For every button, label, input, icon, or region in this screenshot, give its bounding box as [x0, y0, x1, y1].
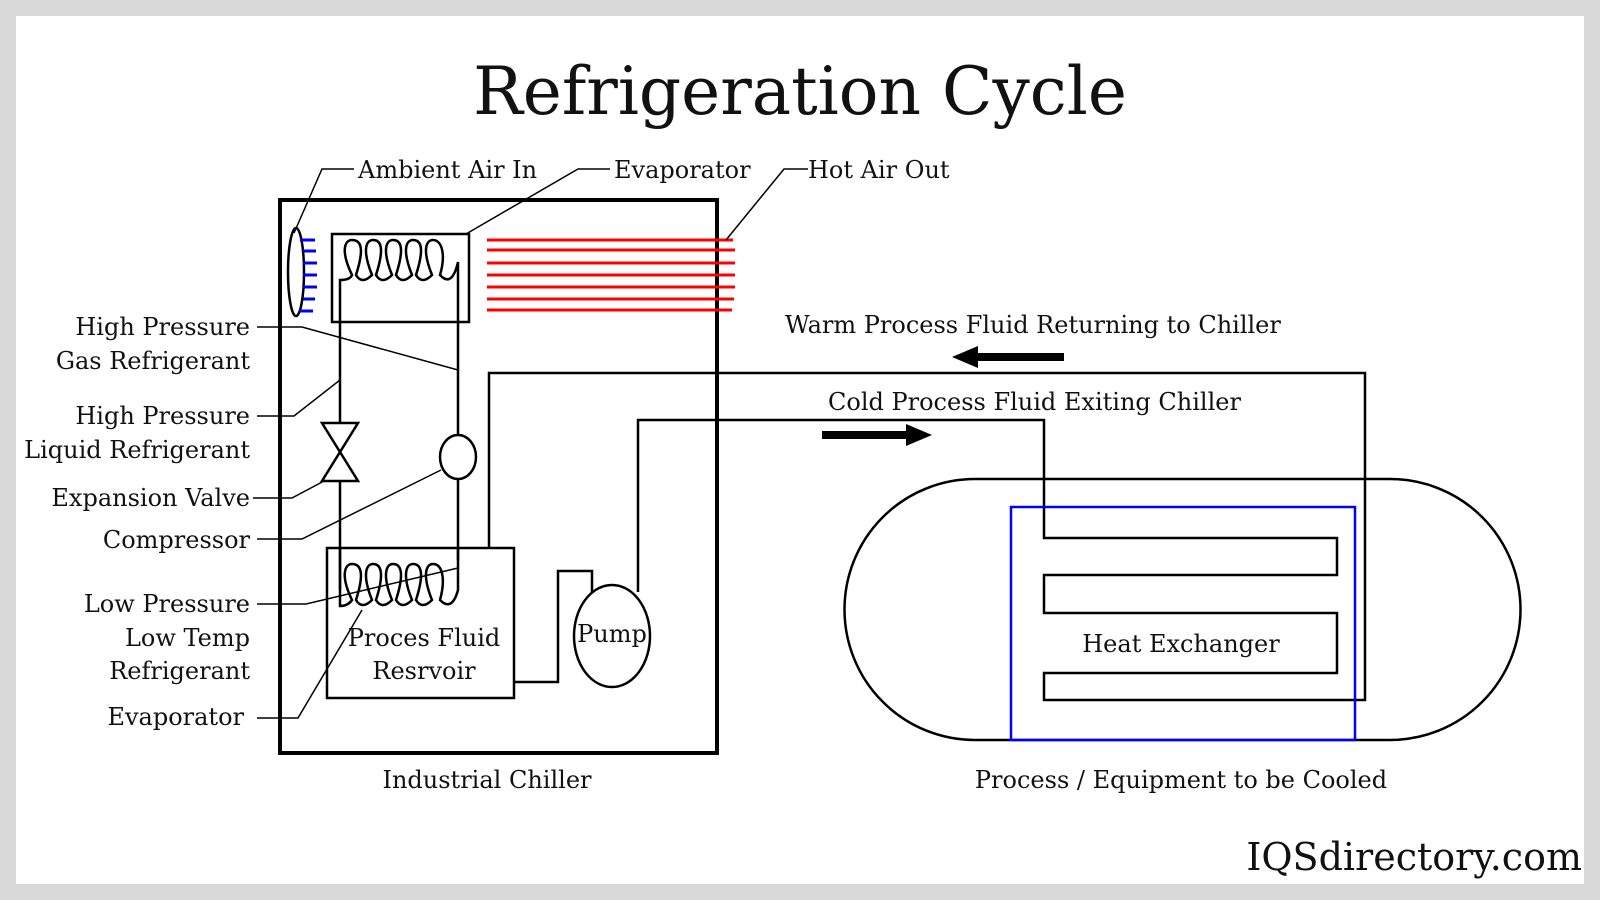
- warm-return-label: Warm Process Fluid Returning to Chiller: [785, 311, 1281, 339]
- top-coil-icon: [338, 238, 460, 322]
- left-leader-lines: [253, 326, 459, 719]
- expansion-valve-leader: [253, 480, 325, 499]
- hp-gas-label-line2: Gas Refrigerant: [56, 347, 251, 375]
- process-caption: Process / Equipment to be Cooled: [975, 766, 1387, 794]
- evaporator-bottom-label: Evaporator: [107, 703, 244, 731]
- iqsdirectory-logo: IQSdirectory.com: [1246, 835, 1582, 879]
- evaporator-top-leader: [465, 168, 610, 235]
- low-pressure-label-line2: Low Temp: [125, 624, 250, 652]
- hp-liquid-label-line1: High Pressure: [75, 402, 250, 430]
- diagram-title: Refrigeration Cycle: [473, 53, 1127, 130]
- hp-gas-leader: [257, 326, 459, 371]
- ambient-air-in-label: Ambient Air In: [357, 156, 537, 184]
- compressor-label: Compressor: [103, 526, 251, 554]
- expansion-valve-icon: [319, 421, 361, 483]
- ambient-air-leader: [293, 168, 354, 234]
- low-pressure-leader: [257, 567, 459, 605]
- low-pressure-label-line3: Refrigerant: [109, 657, 250, 685]
- pump-inlet-pipe: [514, 569, 594, 684]
- hp-liquid-leader: [257, 379, 341, 417]
- evaporator-top-label: Evaporator: [614, 156, 751, 184]
- reservoir-label-line1: Proces Fluid: [348, 624, 500, 652]
- compressor-leader: [257, 469, 442, 540]
- reservoir-label-line2: Resrvoir: [372, 657, 476, 685]
- warm-return-arrow-icon: [952, 346, 1064, 368]
- heat-exchanger-outline: [1009, 505, 1357, 742]
- cold-exit-arrow-icon: [822, 424, 932, 446]
- hot-air-lines: [487, 238, 735, 312]
- bottom-coil-icon: [338, 548, 460, 608]
- pump-icon: [572, 583, 652, 689]
- top-evaporator-box: [330, 232, 471, 324]
- cold-exit-label: Cold Process Fluid Exiting Chiller: [828, 388, 1241, 416]
- cold-air-lines: [299, 238, 317, 313]
- industrial-chiller-caption: Industrial Chiller: [382, 766, 592, 794]
- industrial-chiller-box: [278, 198, 719, 755]
- hot-air-leader: [725, 168, 808, 241]
- hp-gas-label-line1: High Pressure: [75, 313, 250, 341]
- hp-liquid-label-line2: Liquid Refrigerant: [24, 436, 250, 464]
- process-fluid-reservoir: [325, 546, 516, 700]
- low-pressure-label-line1: Low Pressure: [84, 590, 250, 618]
- evaporator-bottom-leader: [257, 609, 363, 719]
- heat-exchanger-label: Heat Exchanger: [1082, 630, 1280, 658]
- pump-label: Pump: [577, 620, 647, 648]
- process-tank: [843, 477, 1522, 742]
- hot-air-out-label: Hot Air Out: [808, 156, 950, 184]
- expansion-valve-label: Expansion Valve: [51, 484, 250, 512]
- compressor-icon: [438, 433, 478, 481]
